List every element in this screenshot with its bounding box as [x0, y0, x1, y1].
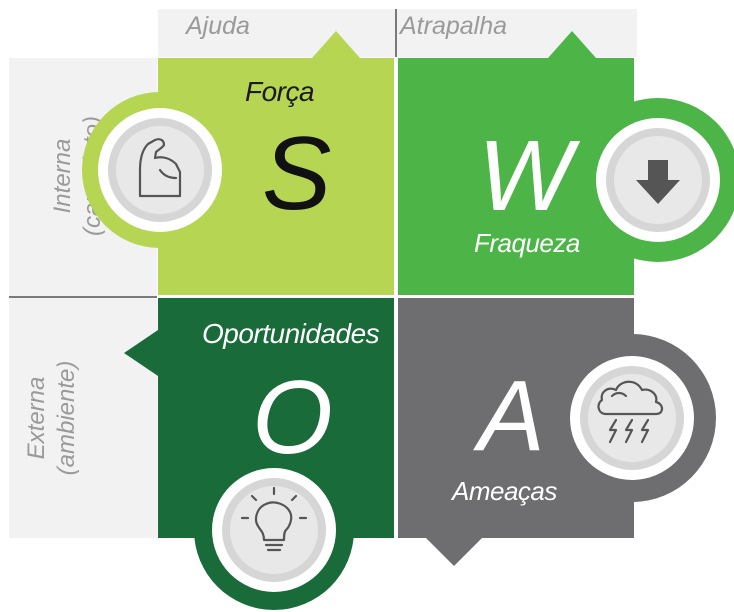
- arrow-down-icon: [636, 160, 680, 204]
- header-helps-label: Ajuda: [186, 12, 250, 40]
- strengths-title: Força: [245, 76, 315, 107]
- header-divider: [395, 9, 397, 57]
- row-divider: [9, 296, 157, 298]
- opportunities-letter: O: [252, 360, 333, 476]
- header-hinders-label: Atrapalha: [400, 12, 508, 40]
- weaknesses-arrow: [548, 31, 596, 58]
- strengths-letter: S: [262, 116, 332, 232]
- weaknesses-block: [398, 58, 634, 295]
- weaknesses-title: Fraqueza: [474, 228, 580, 258]
- row-external-cell: [9, 298, 157, 538]
- header-helps: [158, 9, 395, 57]
- weaknesses-letter: W: [478, 120, 573, 232]
- threats-letter: A: [478, 360, 545, 472]
- lightbulb-icon: [240, 486, 308, 552]
- storm-cloud-icon: [597, 380, 664, 444]
- opportunities-icon-badge: [212, 468, 336, 592]
- threats-icon-badge: [570, 356, 694, 480]
- opportunities-title: Oportunidades: [202, 318, 380, 349]
- threats-arrow: [426, 538, 482, 566]
- header-hinders: [397, 9, 637, 57]
- strengths-arrow: [312, 31, 360, 58]
- threats-title: Ameaças: [452, 476, 557, 506]
- muscle-icon: [138, 138, 182, 198]
- opportunities-arrow: [124, 330, 158, 376]
